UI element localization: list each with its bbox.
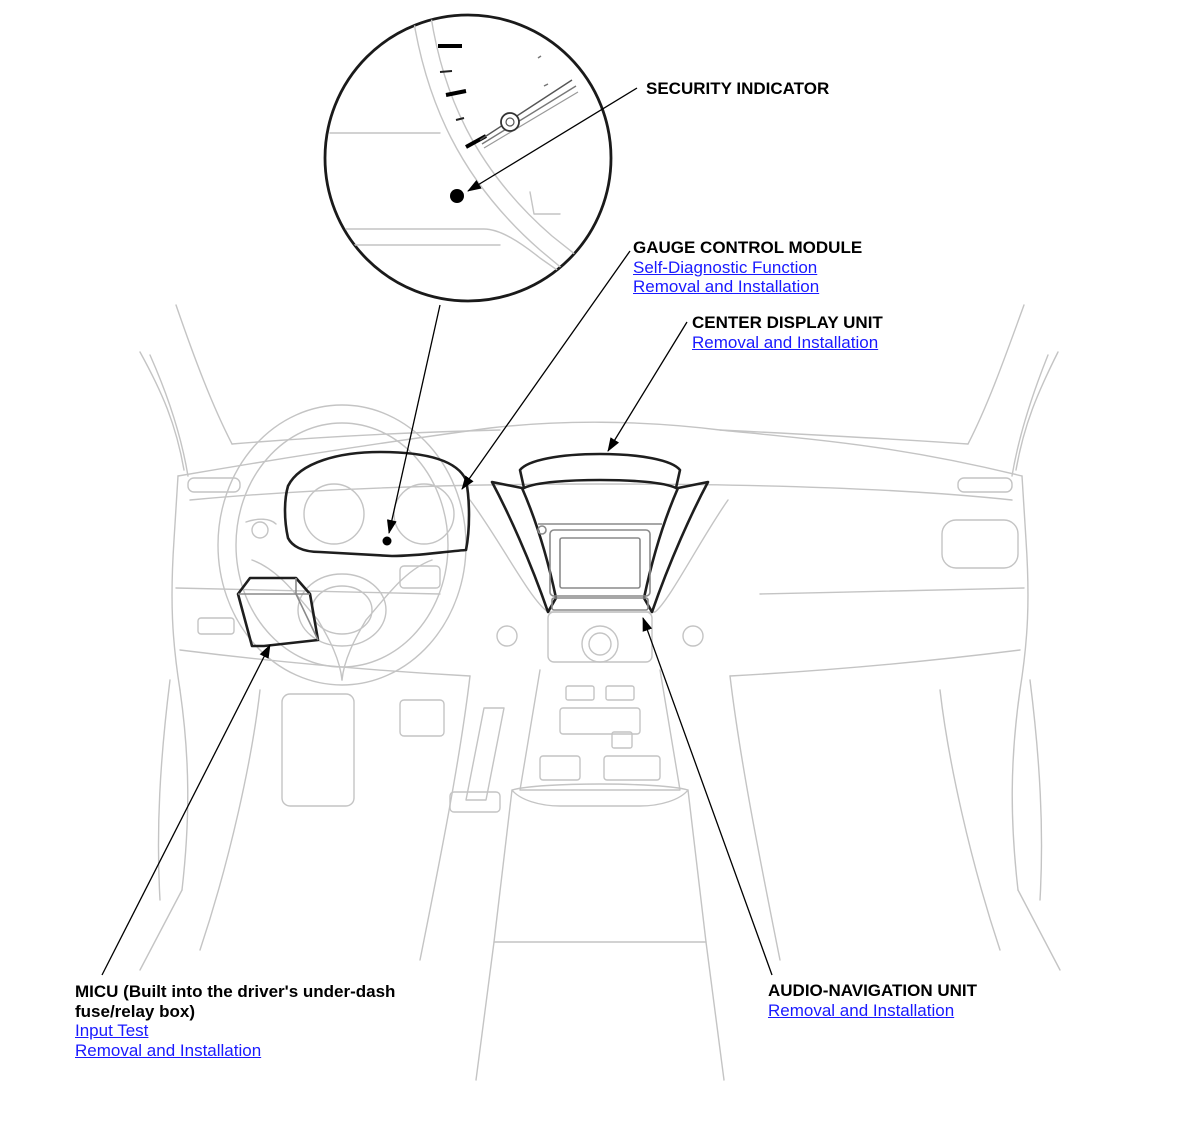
audio-navigation-removal-installation-link[interactable]: Removal and Installation — [768, 1000, 955, 1020]
audio-navigation-unit-callout: AUDIO-NAVIGATION UNIT Removal and Instal… — [768, 981, 977, 1020]
leader-lines — [101, 87, 773, 976]
steering-wheel — [217, 404, 467, 686]
gauge-removal-installation-link[interactable]: Removal and Installation — [633, 277, 820, 296]
security-indicator-callout: SECURITY INDICATOR — [646, 79, 829, 99]
audio-navigation-unit — [537, 523, 662, 611]
micu-input-test-link[interactable]: Input Test — [75, 1021, 149, 1040]
micu-removal-installation-link[interactable]: Removal and Installation — [75, 1040, 262, 1060]
magnifier-detail — [323, 13, 613, 303]
center-display-unit-callout: CENTER DISPLAY UNIT Removal and Installa… — [692, 313, 883, 352]
micu-callout: MICU (Built into the driver's under-dash… — [75, 982, 475, 1060]
gauge-cluster-outline — [283, 450, 471, 558]
audio-navigation-unit-title: AUDIO-NAVIGATION UNIT — [768, 981, 978, 1000]
security-indicator-title: SECURITY INDICATOR — [646, 79, 830, 98]
gauge-self-diagnostic-link[interactable]: Self-Diagnostic Function — [633, 257, 818, 277]
micu-box — [236, 576, 320, 648]
car-interior-outline — [139, 304, 1061, 1081]
gauge-control-module-title: GAUGE CONTROL MODULE — [633, 238, 863, 257]
micu-title: MICU (Built into the driver's under-dash… — [75, 982, 396, 1021]
center-display-unit-title: CENTER DISPLAY UNIT — [692, 313, 883, 332]
center-display-removal-installation-link[interactable]: Removal and Installation — [692, 332, 879, 352]
gauge-control-module-callout: GAUGE CONTROL MODULE Self-Diagnostic Fun… — [633, 238, 862, 297]
